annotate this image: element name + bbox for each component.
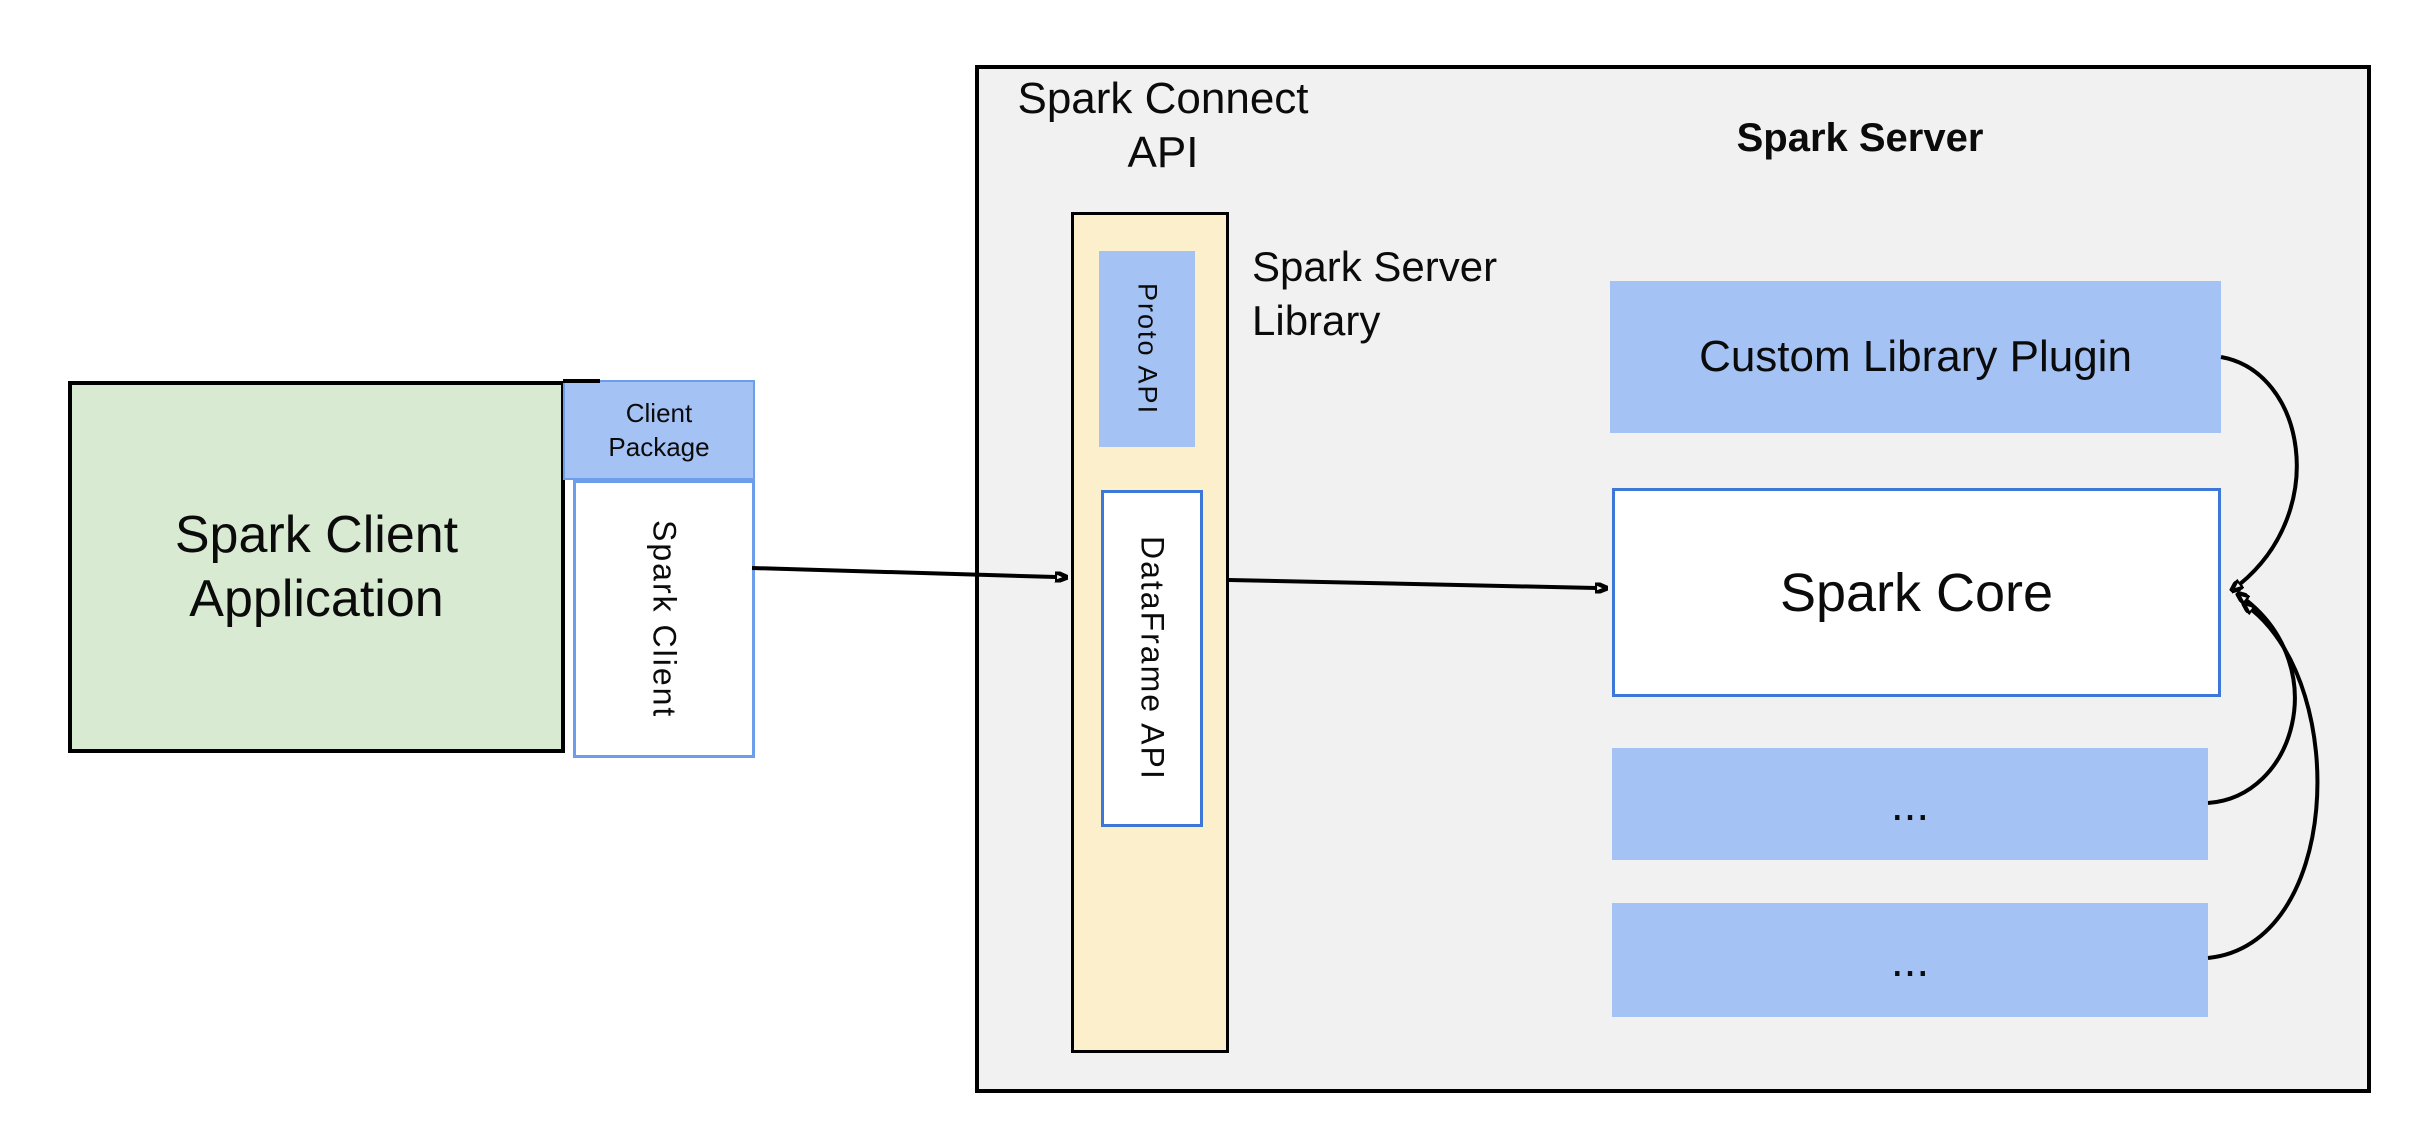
spark-server-library-line2: Library xyxy=(1252,297,1381,344)
spark-client-application-box: Spark Client Application xyxy=(68,381,565,753)
plugin-ellipsis-top-label: ... xyxy=(1890,778,1930,830)
custom-library-plugin-box: Custom Library Plugin xyxy=(1610,281,2221,433)
client-package-line2: Package xyxy=(608,432,710,462)
plugin-ellipsis-box-top: ... xyxy=(1612,748,2208,860)
spark-client-label: Spark Client xyxy=(646,519,683,719)
spark-connect-api-line2: API xyxy=(1127,128,1199,177)
spark-core-label: Spark Core xyxy=(1779,562,2054,623)
client-package-line1: Client xyxy=(625,398,693,428)
spark-connect-api-label: Spark Connect API xyxy=(975,72,1351,180)
proto-api-box: Proto API xyxy=(1099,251,1195,447)
proto-api-label: Proto API xyxy=(1132,282,1163,416)
spark-server-library-label: Spark Server Library xyxy=(1252,240,1572,348)
client-package-label: Client Package xyxy=(608,396,709,464)
spark-client-application-line2: Application xyxy=(189,570,444,628)
spark-server-title: Spark Server xyxy=(1736,116,1984,160)
custom-library-plugin-label: Custom Library Plugin xyxy=(1699,332,2132,381)
spark-connect-api-line1: Spark Connect xyxy=(1017,74,1309,123)
spark-client-box: Spark Client xyxy=(573,480,755,758)
plugin-ellipsis-bottom-label: ... xyxy=(1890,934,1930,986)
client-package-box: Client Package xyxy=(563,380,755,480)
plugin-ellipsis-box-bottom: ... xyxy=(1612,903,2208,1017)
spark-client-application-label: Spark Client Application xyxy=(175,503,458,631)
dataframe-api-box: DataFrame API xyxy=(1101,490,1203,827)
spark-server-library-line1: Spark Server xyxy=(1252,243,1498,290)
spark-client-application-line1: Spark Client xyxy=(174,506,459,564)
dataframe-api-label: DataFrame API xyxy=(1134,536,1171,781)
spark-core-box: Spark Core xyxy=(1612,488,2221,697)
